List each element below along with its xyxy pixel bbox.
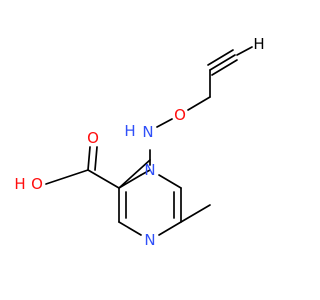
atom-h-amine: H [124,122,135,140]
atom-h-hydroxyl: H [14,175,25,193]
atom-o-carbonyl: O [87,129,99,147]
bond-c5-c4 [118,159,151,189]
bond-c-o-double-1 [87,146,91,171]
bond-c2-methyl [180,204,211,223]
bond-alkyne-1 [209,54,236,71]
bond-n1-c2 [158,221,182,236]
bond-c-oh [45,169,89,185]
bond-c-o-double-2 [94,146,98,171]
bond-c4-n3-short [140,169,151,176]
bond-alkyne-2 [207,49,234,66]
atom-h-alkyne: H [253,35,264,53]
bond-alkyne-3 [211,59,238,76]
atom-o-ether: O [174,106,186,124]
bond-c4-c5-ring [118,174,142,189]
molecule-canvas: N N N H O O O H H [14,35,264,249]
atom-labels-layer: N N N H O O O H H [14,35,264,249]
bond-n-o [156,118,173,128]
structure-diagram: N N N H O O O H H [14,35,264,249]
atom-o-hydroxyl: O [31,175,43,193]
atom-n-amine: N [142,123,153,141]
bond-c6-n1 [118,221,142,236]
bond-alkyne-h [236,46,253,56]
atom-n-ring-bottom: N [144,231,155,249]
bond-o-ch2 [187,96,211,111]
atom-n-ring-top: N [144,161,155,179]
bonds-layer [45,46,253,236]
bond-c5-ccooh [87,169,120,189]
bond-n3-c4 [158,174,182,189]
